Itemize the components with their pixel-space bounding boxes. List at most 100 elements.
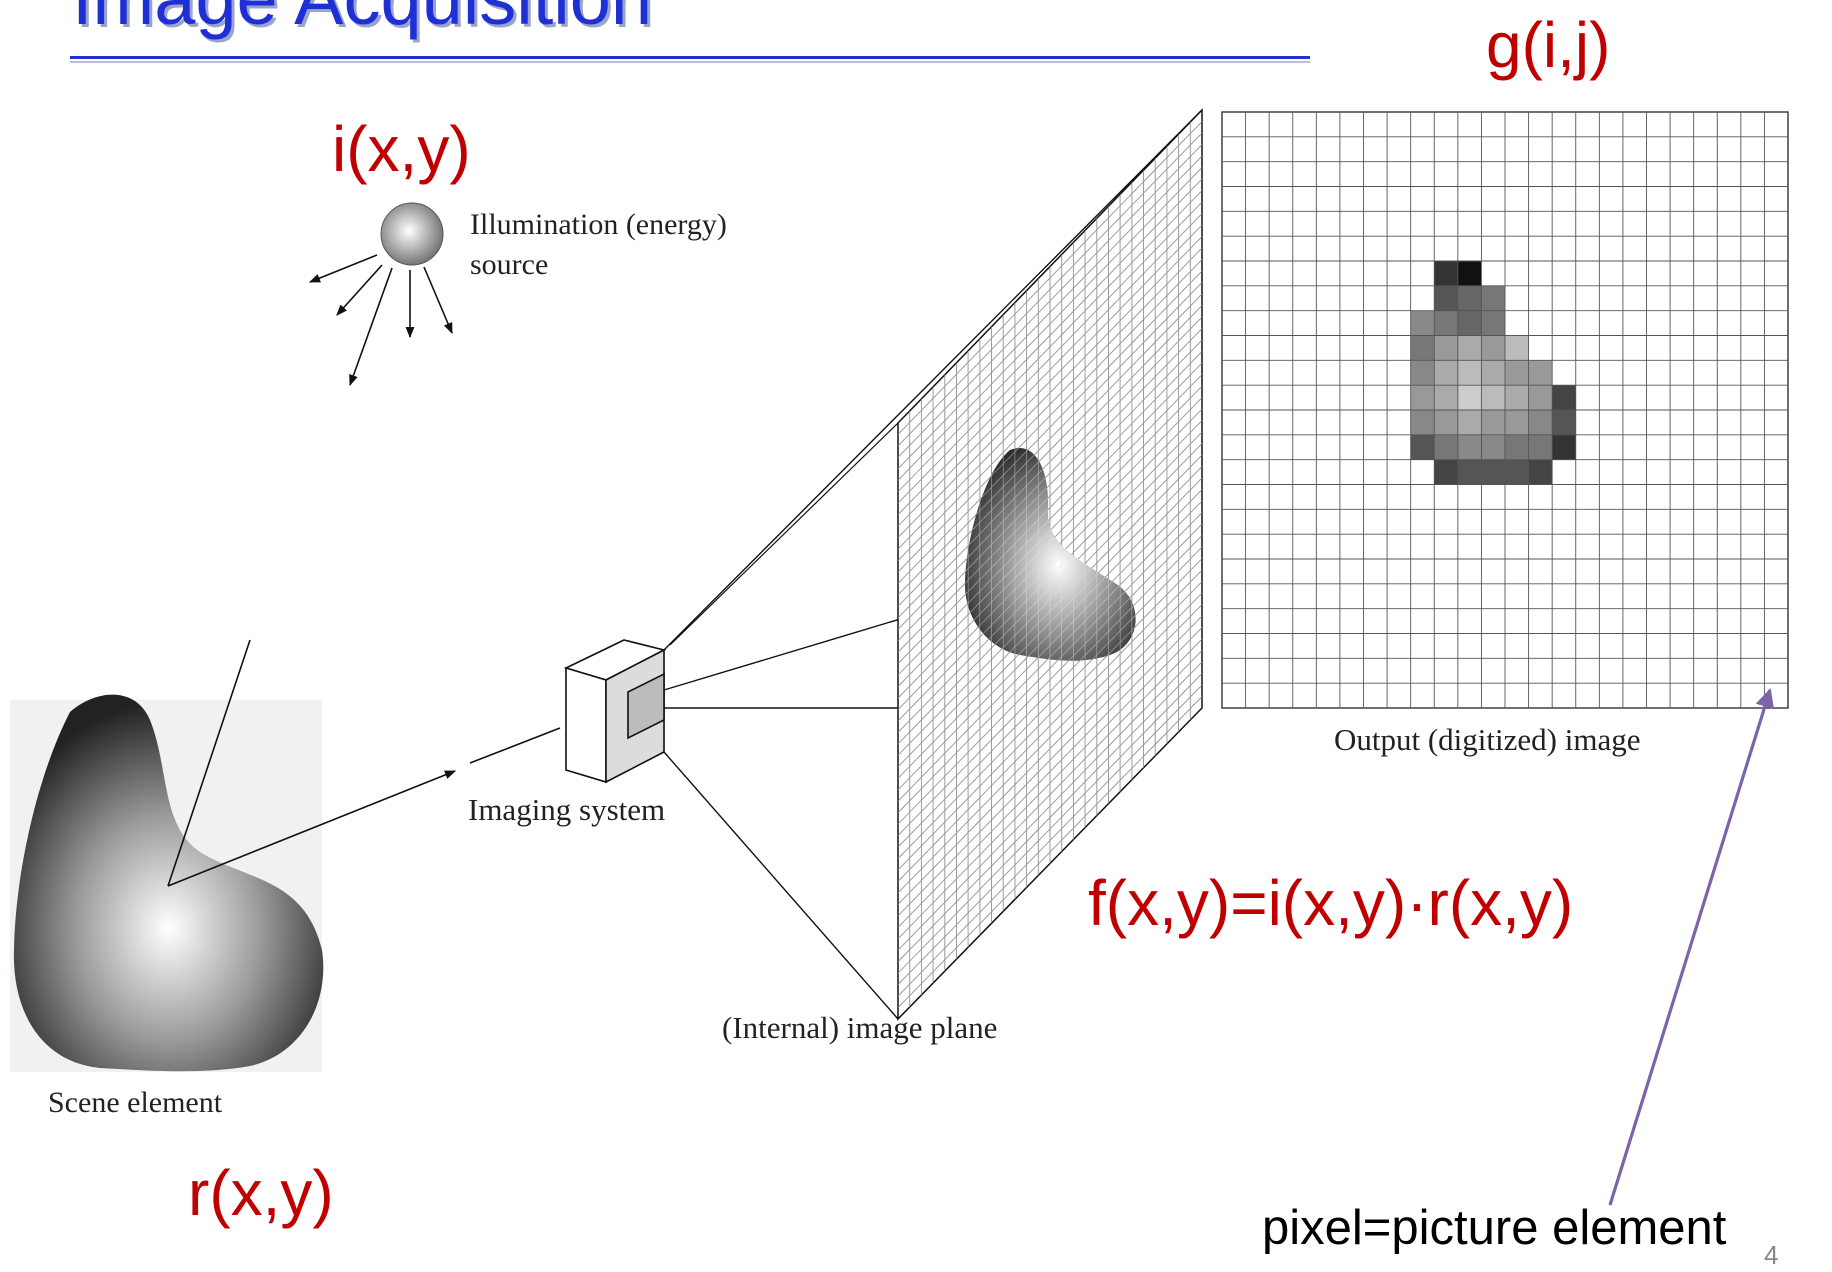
- title-underline: [70, 56, 1310, 59]
- caption-output: Output (digitized) image: [1334, 722, 1641, 757]
- plane-grid-line: [898, 604, 1202, 917]
- plane-grid-line: [898, 581, 1202, 894]
- plane-grid-line: [898, 144, 1202, 458]
- plane-grid-line: [898, 351, 1202, 664]
- plane-grid-line: [898, 397, 1202, 710]
- title-underline-shadow: [70, 61, 1310, 63]
- plane-grid-overlay: [898, 121, 1202, 1008]
- plane-grid-line: [898, 661, 1202, 974]
- plane-grid-line: [898, 328, 1202, 642]
- plane-grid-line: [898, 615, 1202, 928]
- plane-grid-line: [898, 535, 1202, 848]
- light-ray: [349, 267, 393, 387]
- plane-grid-line: [898, 201, 1202, 515]
- label-pixel: pixel=picture element: [1262, 1201, 1727, 1255]
- plane-grid-line: [898, 431, 1202, 745]
- incident-ray-dash: [469, 727, 561, 764]
- digitized-pixel: [1481, 434, 1505, 460]
- plane-grid-line: [898, 512, 1202, 825]
- digitized-pixel: [1457, 459, 1482, 485]
- plane-grid-line: [898, 408, 1202, 722]
- digitized-pixel: [1434, 261, 1458, 286]
- digitized-pixels: [1410, 261, 1576, 485]
- digitized-pixel: [1457, 360, 1482, 386]
- digitized-pixel: [1457, 385, 1482, 410]
- slide-title: Image Acquisition: [72, 0, 652, 41]
- incident-ray: [167, 770, 457, 887]
- plane-grid-line: [898, 466, 1202, 779]
- digitized-pixel: [1481, 285, 1505, 311]
- digitized-pixel: [1552, 434, 1576, 460]
- light-ray: [308, 254, 378, 283]
- digitized-pixel: [1457, 410, 1482, 435]
- digitized-pixel: [1505, 434, 1529, 460]
- label-f: f(x,y)=i(x,y)·r(x,y): [1088, 867, 1574, 939]
- digitized-pixel: [1410, 385, 1435, 410]
- digitized-pixel: [1410, 310, 1435, 336]
- plane-grid-line: [898, 696, 1202, 1008]
- light-ray: [423, 266, 453, 335]
- plane-grid-line: [898, 362, 1202, 676]
- digitized-pixel: [1434, 335, 1458, 361]
- caption-scene: Scene element: [48, 1086, 223, 1119]
- digitized-pixel: [1528, 360, 1553, 386]
- digitized-pixel: [1434, 459, 1458, 485]
- plane-grid-line: [898, 592, 1202, 905]
- plane-grid-line: [898, 339, 1202, 653]
- output-digitized-image: [1221, 111, 1789, 709]
- digitized-pixel: [1434, 310, 1458, 336]
- reflected-ray: [167, 639, 251, 887]
- digitized-pixel: [1410, 335, 1435, 361]
- projection-line: [663, 751, 899, 1020]
- digitized-pixel: [1481, 360, 1505, 386]
- plane-grid-line: [898, 500, 1202, 813]
- plane-grid-line: [898, 374, 1202, 687]
- digitized-pixel: [1552, 385, 1576, 410]
- plane-grid-line: [898, 190, 1202, 504]
- plane-grid-line: [898, 178, 1202, 493]
- digitized-pixel: [1410, 360, 1435, 386]
- plane-grid-line: [898, 477, 1202, 791]
- digitized-pixel: [1434, 434, 1458, 460]
- plane-grid-line: [898, 213, 1202, 527]
- projection-line: [669, 422, 899, 646]
- plane-grid-line: [898, 443, 1202, 756]
- page-number: 4: [1764, 1240, 1779, 1270]
- digitized-pixel: [1505, 335, 1529, 361]
- light-source-sphere: [380, 202, 444, 266]
- digitized-pixel: [1528, 459, 1553, 485]
- caption-imaging-system: Imaging system: [468, 792, 666, 827]
- digitized-pixel: [1434, 360, 1458, 386]
- caption-illumination-line2: source: [470, 248, 549, 281]
- plane-grid-line: [898, 420, 1202, 733]
- projection-line: [663, 109, 1203, 651]
- digitized-pixel: [1457, 335, 1482, 361]
- digitized-pixel: [1552, 410, 1576, 435]
- digitized-pixel: [1505, 459, 1529, 485]
- digitized-pixel: [1457, 285, 1482, 311]
- plane-grid-line: [898, 167, 1202, 481]
- digitized-pixel: [1410, 410, 1435, 435]
- digitized-pixel: [1434, 285, 1458, 311]
- plane-grid-line: [898, 316, 1202, 630]
- plane-grid-line: [898, 627, 1202, 940]
- digitized-pixel: [1434, 410, 1458, 435]
- plane-grid-line: [898, 247, 1202, 561]
- plane-grid-line: [898, 546, 1202, 859]
- plane-grid-line: [898, 650, 1202, 962]
- digitized-pixel: [1457, 261, 1482, 286]
- illumination-source: [308, 202, 453, 387]
- digitized-pixel: [1481, 385, 1505, 410]
- plane-grid-line: [898, 259, 1202, 573]
- plane-grid-line: [898, 224, 1202, 538]
- output-grid: [1221, 111, 1789, 709]
- digitized-pixel: [1528, 434, 1553, 460]
- digitized-pixel: [1528, 410, 1553, 435]
- plane-grid-line: [898, 454, 1202, 768]
- plane-grid-line: [898, 673, 1202, 985]
- digitized-pixel: [1481, 459, 1505, 485]
- label-i: i(x,y): [332, 113, 471, 185]
- digitized-pixel: [1505, 385, 1529, 410]
- plane-grid-line: [898, 489, 1202, 802]
